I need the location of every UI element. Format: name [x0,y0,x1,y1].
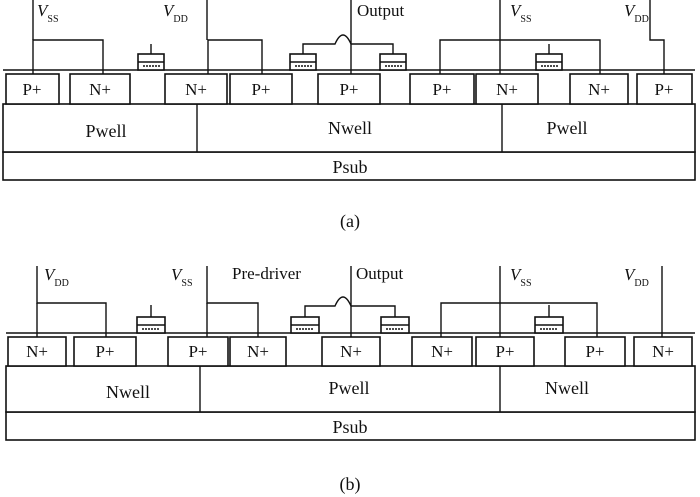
label-vss-a-right: VSS [510,1,532,25]
gate-b-1 [136,316,166,334]
well-label-a-3: Pwell [546,118,587,138]
diff-label-a-9: P+ [654,80,673,99]
vss-wire-b-left [206,266,259,337]
diffusion-b-7 [475,336,535,367]
diff-label-a-2: N+ [89,80,111,99]
diffusion-a-6 [409,73,475,105]
caption-a: (a) [340,211,360,232]
diff-label-b-4: N+ [247,342,269,361]
diffusion-b-2 [73,336,137,367]
vdd-wire-a-right [649,0,665,74]
diffusion-b-5 [321,336,381,367]
diffusion-a-2 [69,73,131,105]
label-vss-b-left: VSS [171,265,193,289]
diffusion-b-3 [167,336,229,367]
diff-label-b-8: P+ [585,342,604,361]
diagram-a: VSS VDD Output VSS VDD P+ N+ N+ P+ P+ P+… [2,0,696,232]
gate-tie-b [304,296,396,317]
diff-label-a-8: N+ [588,80,610,99]
gate-a-1 [137,53,165,71]
well-label-b-1: Nwell [106,382,150,402]
diff-label-b-1: N+ [26,342,48,361]
gate-b-4 [534,316,564,334]
gate-b-2 [290,316,320,334]
diffusion-a-8 [569,73,629,105]
diff-label-b-3: P+ [188,342,207,361]
gate-a-4 [535,53,563,71]
well-region-b [5,365,696,413]
diff-label-a-6: P+ [432,80,451,99]
label-vdd-b-left: VDD [44,265,69,289]
well-region-a [2,103,696,153]
label-predriver-b: Pre-driver [232,264,301,283]
label-output-a: Output [357,1,405,20]
gate-a-2 [289,53,317,71]
diff-label-b-9: N+ [652,342,674,361]
diffusion-a-9 [636,73,693,105]
caption-b: (b) [340,474,361,495]
diffusion-a-5 [317,73,381,105]
label-output-b: Output [356,264,404,283]
label-vss-a-left: VSS [37,1,59,25]
diffusion-a-3 [164,73,228,105]
diff-label-a-3: N+ [185,80,207,99]
substrate-label-a: Psub [332,157,367,177]
diffusion-a-4 [229,73,293,105]
substrate-a [2,151,696,181]
diffusion-a-1 [5,73,60,105]
diff-label-a-4: P+ [251,80,270,99]
diffusion-b-9 [633,336,693,367]
diff-label-b-7: P+ [495,342,514,361]
label-vdd-a-left: VDD [163,1,188,25]
vss-wire-a-left [32,39,104,74]
diagram-b: VDD VSS Pre-driver Output VSS VDD N+ P+ … [5,264,696,495]
diff-label-b-2: P+ [95,342,114,361]
diffusion-b-8 [564,336,626,367]
diff-label-a-5: P+ [339,80,358,99]
well-label-b-2: Pwell [328,378,369,398]
gate-tie-a [302,34,394,54]
substrate-label-b: Psub [332,417,367,437]
diff-label-b-6: N+ [431,342,453,361]
well-label-a-1: Pwell [85,121,126,141]
substrate-b [5,411,696,441]
diffusion-a-7 [475,73,539,105]
gate-a-3 [379,53,407,71]
diff-label-b-5: N+ [340,342,362,361]
diff-label-a-7: N+ [496,80,518,99]
gate-b-3 [380,316,410,334]
diffusion-b-1 [7,336,67,367]
well-label-a-2: Nwell [328,118,372,138]
label-vdd-b-right: VDD [624,265,649,289]
diffusion-b-6 [411,336,473,367]
label-vdd-a-right: VDD [624,1,649,25]
label-vss-b-right: VSS [510,265,532,289]
diff-label-a-1: P+ [22,80,41,99]
vdd-wire-b-left [36,266,107,337]
well-label-b-3: Nwell [545,378,589,398]
